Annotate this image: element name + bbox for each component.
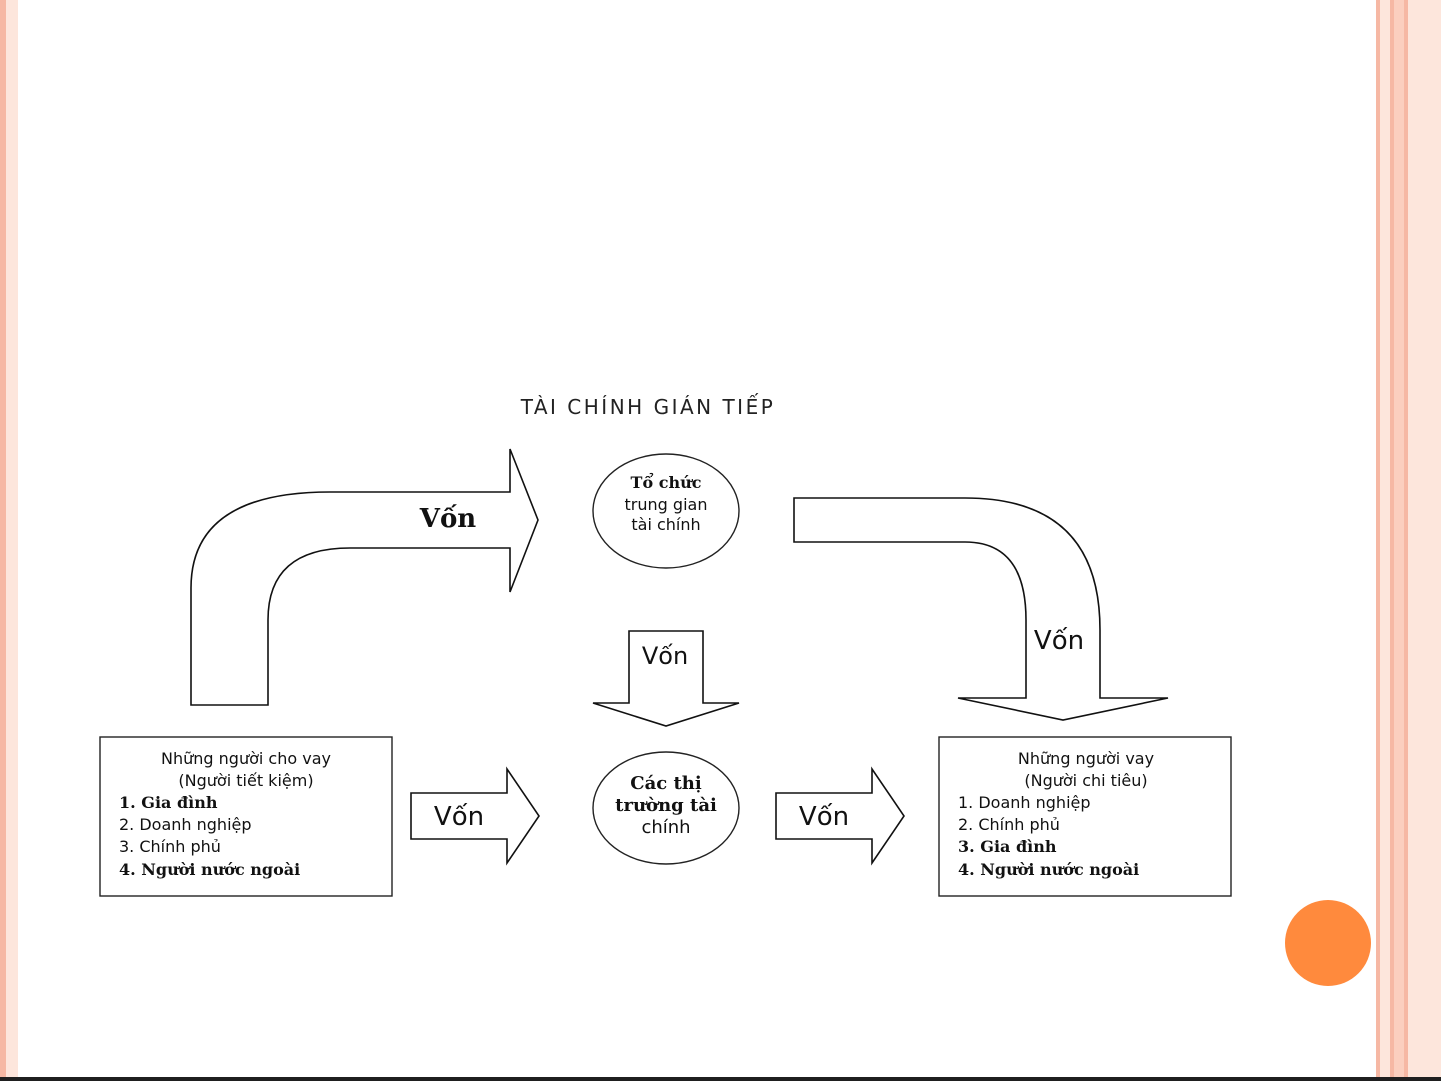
intermediary-line-1: Tổ chức [631, 471, 702, 492]
flow-label-top-right: Vốn [1034, 626, 1084, 656]
lenders-item-4: 4. Người nước ngoài [119, 860, 300, 879]
flow-label-bottom-right: Vốn [799, 802, 849, 832]
curved-arrow-lenders-to-intermediary [191, 449, 538, 705]
intermediary-line-3: tài chính [631, 515, 700, 534]
flow-label-top-left: Vốn [419, 503, 477, 534]
lenders-heading: Những người cho vay [161, 749, 331, 768]
lenders-item-1: 1. Gia đình [119, 793, 218, 812]
borrowers-item-4: 4. Người nước ngoài [958, 860, 1139, 879]
borrowers-item-3: 3. Gia đình [958, 837, 1057, 856]
flow-label-bottom-left: Vốn [434, 802, 484, 832]
market-line-2: trường tài [615, 795, 717, 816]
curved-arrow-intermediary-to-borrowers [794, 498, 1168, 720]
market-line-1: Các thị [630, 773, 702, 794]
market-line-3: chính [641, 817, 690, 838]
lenders-item-3: 3. Chính phủ [119, 837, 221, 856]
diagram-title: TÀI CHÍNH GIÁN TIẾP [520, 394, 776, 419]
borrowers-item-2: 2. Chính phủ [958, 815, 1060, 834]
lenders-item-2: 2. Doanh nghiệp [119, 815, 252, 834]
flow-label-center: Vốn [642, 642, 688, 670]
borrowers-heading: Những người vay [1018, 749, 1154, 768]
borrowers-subheading: (Người chi tiêu) [1024, 771, 1147, 790]
borrowers-item-1: 1. Doanh nghiệp [958, 793, 1091, 812]
lenders-subheading: (Người tiết kiệm) [178, 771, 313, 790]
intermediary-line-2: trung gian [625, 495, 708, 514]
